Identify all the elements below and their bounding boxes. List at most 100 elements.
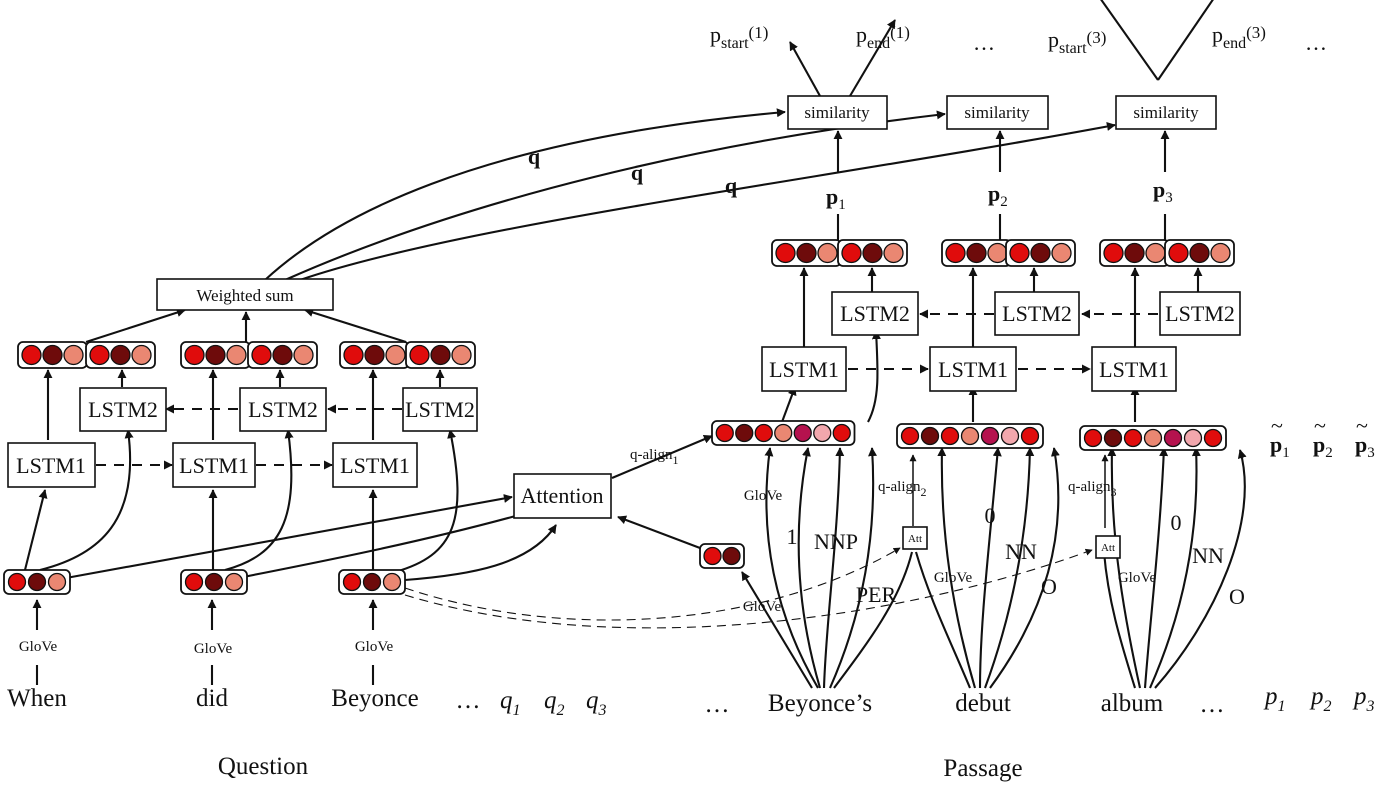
vector-unit — [385, 344, 406, 366]
question-word-2: did — [196, 685, 228, 712]
lstm1-label: LSTM1 — [1099, 357, 1169, 382]
lstm1-box-p1 — [761, 346, 847, 392]
p1-vector-label: p1 — [826, 184, 846, 213]
vector-unit — [1163, 428, 1183, 448]
passage-glove-embedding — [699, 543, 745, 569]
vector-unit — [224, 572, 244, 592]
vector-unit — [775, 242, 796, 264]
ellipsis: … — [1305, 30, 1327, 55]
vector-unit — [226, 344, 247, 366]
p3-vector-label: p3 — [1153, 177, 1173, 206]
vector-unit — [774, 423, 793, 443]
lstm1-box-q3 — [332, 442, 418, 488]
question-embedding-3 — [338, 569, 406, 595]
feature-pos: NN — [1192, 543, 1224, 568]
vector-unit — [1168, 242, 1189, 264]
passage-feature-vector-1 — [711, 420, 856, 446]
question-hidden-bwd-2 — [247, 341, 318, 369]
vector-unit — [184, 344, 205, 366]
vector-unit — [7, 572, 27, 592]
ellipsis: … — [705, 691, 730, 718]
p2-symbol: p2 — [1309, 683, 1332, 715]
lstm2-box-p3 — [1159, 291, 1241, 336]
p3-symbol: p3 — [1352, 683, 1375, 715]
vector-unit — [1103, 242, 1124, 264]
lstm2-label: LSTM2 — [1002, 301, 1072, 326]
vector-unit — [900, 426, 920, 446]
lstm1-label: LSTM1 — [938, 357, 1008, 382]
tilde-mark: ~ — [1314, 413, 1326, 438]
vector-unit — [1145, 242, 1166, 264]
vector-unit — [131, 344, 152, 366]
feature-ner: O — [1041, 574, 1057, 599]
vector-unit — [966, 242, 987, 264]
question-hidden-fwd-2 — [180, 341, 251, 369]
vector-unit — [1051, 242, 1072, 264]
vector-unit — [1124, 242, 1145, 264]
question-hidden-bwd-3 — [405, 341, 476, 369]
question-word-3: Beyonce — [331, 685, 418, 712]
attention-block: Attention Att Att — [513, 473, 1121, 559]
question-hidden-bwd-1 — [85, 341, 156, 369]
vector-unit — [817, 242, 838, 264]
lstm2-box-q2 — [239, 387, 327, 432]
vector-unit — [27, 572, 47, 592]
labels: When did Beyonce … q1 q2 q3 … Beyonce’s … — [7, 22, 1375, 782]
passage-hidden-fwd-2 — [941, 239, 1012, 267]
feature-exact-match: 0 — [985, 503, 996, 528]
passage-hidden-bwd-3 — [1164, 239, 1235, 267]
connectors — [23, 0, 1247, 689]
vector-unit — [47, 572, 67, 592]
lstm2-box-p2 — [994, 291, 1080, 336]
lstm1-box-q2 — [172, 442, 256, 488]
passage-hidden-bwd-2 — [1005, 239, 1076, 267]
glove-label: GloVe — [194, 641, 233, 657]
glove-label: GloVe — [19, 639, 58, 655]
weighted-sum-box — [156, 278, 334, 311]
vector-groups — [3, 239, 1235, 595]
vector-unit — [293, 344, 314, 366]
q-align-1: q-align1 — [630, 447, 679, 467]
att-label: Att — [908, 533, 922, 545]
question-hidden-fwd-3 — [339, 341, 410, 369]
vector-unit — [945, 242, 966, 264]
vector-unit — [42, 344, 63, 366]
lstm1-label: LSTM1 — [340, 453, 410, 478]
attention-box — [513, 473, 612, 519]
vector-unit — [841, 242, 862, 264]
lstm2-label: LSTM2 — [1165, 301, 1235, 326]
lstm1-box-q1 — [7, 442, 96, 488]
vector-unit — [63, 344, 84, 366]
vector-unit — [1123, 428, 1143, 448]
p2-tilde-label: p2 — [1313, 432, 1333, 461]
question-embedding-2 — [180, 569, 248, 595]
lstm1-label: LSTM1 — [769, 357, 839, 382]
vector-unit — [21, 344, 42, 366]
vector-unit — [715, 423, 734, 443]
vector-unit — [796, 242, 817, 264]
vector-unit — [987, 242, 1008, 264]
vector-unit — [940, 426, 960, 446]
lstm2-box-q1 — [79, 387, 167, 432]
p-end-3: pend(3) — [1212, 22, 1266, 52]
vector-unit — [722, 546, 741, 566]
lstm1-box-p3 — [1091, 346, 1177, 392]
question-encoder: Weighted sum LSTM1 LSTM1 LSTM1 LSTM2 LST… — [7, 278, 478, 488]
glove-label: GloVe — [355, 639, 394, 655]
vector-unit — [205, 344, 226, 366]
vector-unit — [1083, 428, 1103, 448]
question-word-1: When — [7, 685, 67, 712]
vector-unit — [703, 546, 722, 566]
question-hidden-fwd-1 — [17, 341, 88, 369]
vector-unit — [980, 426, 1000, 446]
vector-unit — [451, 344, 472, 366]
feature-pos: NN — [1005, 539, 1037, 564]
q-vector-label: q — [631, 160, 644, 185]
passage-caption: Passage — [943, 755, 1022, 782]
feature-pos: NNP — [814, 529, 858, 554]
vector-unit — [1030, 242, 1051, 264]
passage-hidden-bwd-1 — [837, 239, 908, 267]
vector-unit — [184, 572, 204, 592]
lstm2-label: LSTM2 — [248, 397, 318, 422]
